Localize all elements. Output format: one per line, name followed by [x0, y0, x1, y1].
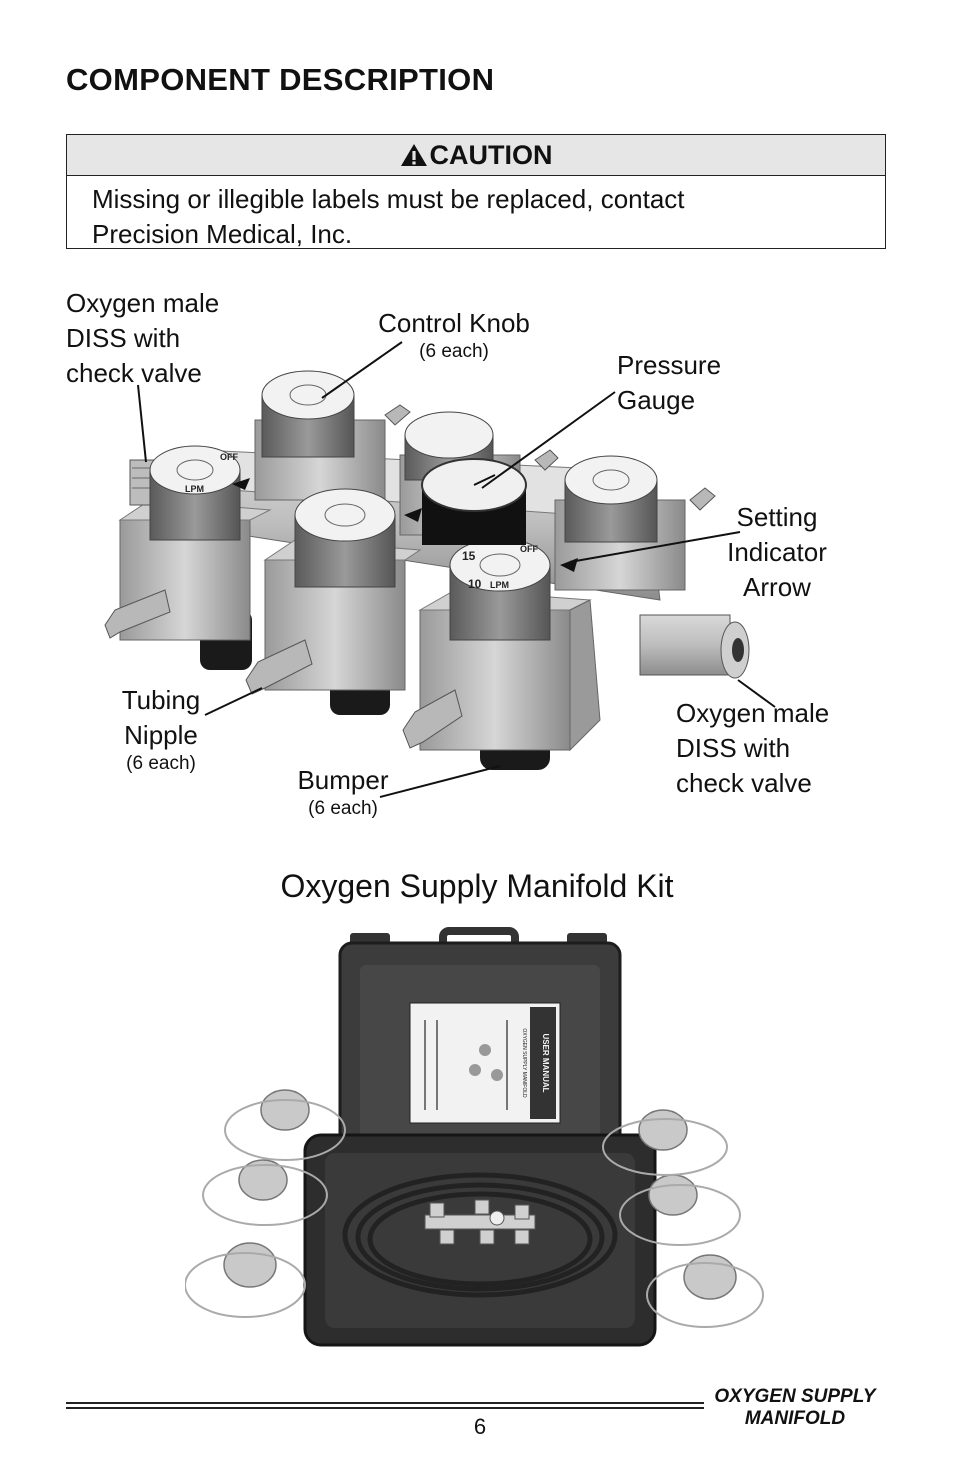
- label-bumper: Bumper (6 each): [283, 763, 403, 820]
- caution-box: CAUTION Missing or illegible labels must…: [66, 134, 886, 249]
- label-sub: (6 each): [419, 341, 489, 362]
- warning-icon: [400, 144, 427, 166]
- knob-unit-marking: LPM: [185, 484, 204, 494]
- pressure-gauge: [421, 458, 527, 545]
- page-number: 6: [473, 1414, 487, 1439]
- knob-unit-marking: LPM: [490, 580, 509, 590]
- label-line: Oxygen male: [66, 288, 220, 318]
- label-line: Pressure: [617, 350, 722, 380]
- label-line: Control Knob: [378, 308, 530, 338]
- label-tubing-nipple: Tubing Nipple (6 each): [100, 683, 222, 775]
- caution-text-line2: Precision Medical, Inc.: [92, 219, 353, 249]
- manual-label: USER MANUAL: [541, 1033, 550, 1092]
- knob-off-marking: OFF: [520, 544, 538, 554]
- knob-group: [149, 370, 658, 641]
- label-line: Gauge: [617, 385, 696, 415]
- label-control-knob: Control Knob (6 each): [354, 306, 554, 363]
- valve-block-1: [118, 499, 272, 641]
- label-sub: (6 each): [126, 753, 196, 774]
- caution-text-line1: Missing or illegible labels must be repl…: [92, 184, 685, 214]
- knob-off-marking: OFF: [220, 452, 238, 462]
- caution-title: CAUTION: [429, 139, 553, 170]
- label-line: DISS with: [676, 733, 791, 763]
- footer-rule: [66, 1402, 704, 1409]
- label-line: check valve: [66, 358, 202, 388]
- knob-mid-marking: 10: [468, 577, 482, 591]
- label-oxygen-diss-right: Oxygen male DISS with check valve: [676, 696, 829, 801]
- knob-max-marking: 15: [462, 549, 476, 563]
- diss-left: [129, 459, 171, 506]
- label-line: Oxygen male: [676, 698, 830, 728]
- footer-title: OXYGEN SUPPLY MANIFOLD: [700, 1386, 890, 1430]
- label-oxygen-diss-left: Oxygen male DISS with check valve: [66, 286, 219, 391]
- caution-text: Missing or illegible labels must be repl…: [67, 176, 885, 252]
- kit-title: Oxygen Supply Manifold Kit: [280, 868, 674, 904]
- caution-header: CAUTION: [67, 135, 885, 176]
- label-line: Arrow: [743, 572, 811, 602]
- footer-title-line2: MANIFOLD: [744, 1408, 846, 1429]
- label-line: Tubing: [121, 685, 201, 715]
- label-line: DISS with: [66, 323, 181, 353]
- label-line: Nipple: [124, 720, 198, 750]
- manual-subtitle: OXYGEN SUPPLY MANIFOLD: [521, 1028, 527, 1098]
- diss-right: [639, 614, 750, 679]
- page-title: COMPONENT DESCRIPTION: [66, 62, 495, 97]
- label-line: Setting: [736, 502, 818, 532]
- label-line: Indicator: [727, 537, 827, 567]
- footer-title-line1: OXYGEN SUPPLY: [714, 1386, 876, 1407]
- label-sub: (6 each): [308, 798, 378, 819]
- label-line: Bumper: [297, 765, 389, 795]
- label-pressure-gauge: Pressure Gauge: [617, 348, 721, 418]
- kit-photo: USER MANUAL OXYGEN SUPPLY MANIFOLD: [185, 927, 764, 1347]
- label-setting-indicator-arrow: Setting Indicator Arrow: [707, 500, 847, 605]
- label-line: check valve: [676, 768, 812, 798]
